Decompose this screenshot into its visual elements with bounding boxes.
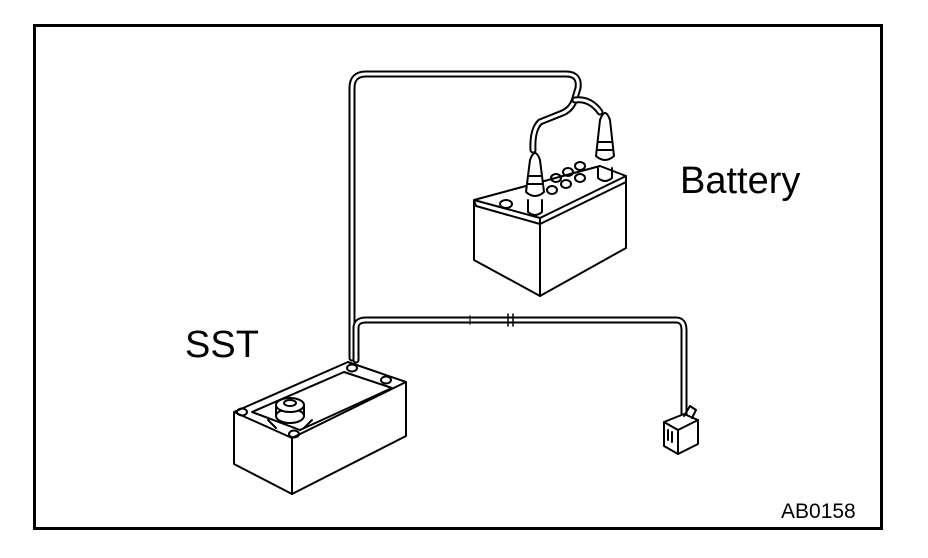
sst-label: SST <box>185 324 259 366</box>
figure-frame <box>33 24 883 530</box>
sst-box <box>233 361 407 495</box>
figure-id: AB0158 <box>781 500 856 523</box>
battery-label: Battery <box>680 160 801 202</box>
battery <box>473 161 627 297</box>
connector-plug <box>663 405 699 455</box>
connector-cable <box>352 313 688 424</box>
battery-cable <box>348 70 604 362</box>
battery-clamps <box>525 112 615 197</box>
